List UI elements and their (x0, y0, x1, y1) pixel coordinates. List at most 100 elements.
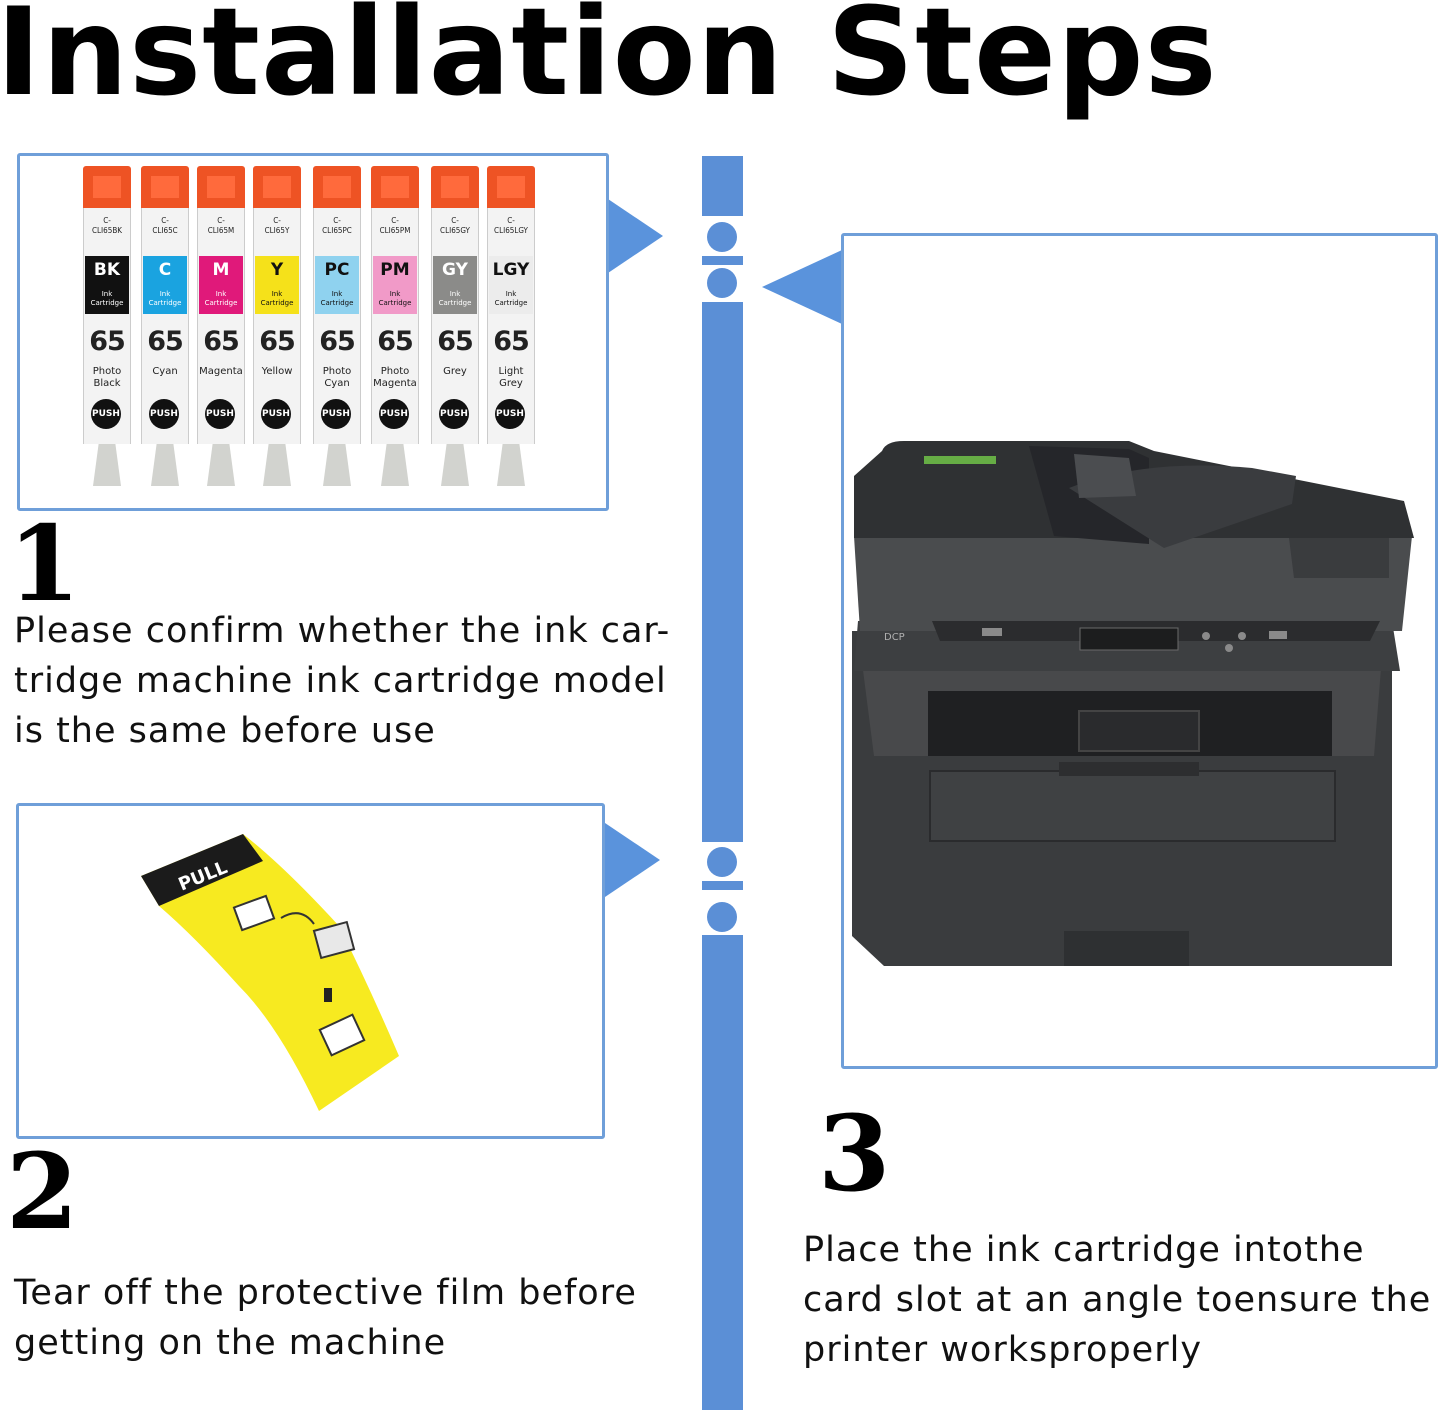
cartridge-model: C- CLI65BK (92, 216, 122, 235)
cartridge-code: BK (93, 260, 121, 280)
cartridge-color-band (143, 256, 187, 314)
cartridge-tab (323, 444, 351, 486)
step-number: 1 (8, 502, 81, 625)
cartridge-push-label: PUSH (261, 399, 291, 429)
cartridge-number: 65 (319, 326, 356, 357)
cartridge-tab (93, 444, 121, 486)
cartridge-cap (431, 166, 479, 208)
timeline-node (707, 222, 737, 252)
printer-brand-label: DCP (884, 632, 905, 643)
cartridge-color-band (373, 256, 417, 314)
step-text-line: is the same before use (14, 711, 436, 751)
cartridge-code: PC (324, 260, 350, 280)
cartridge-code: LGY (492, 260, 530, 280)
step-text-line: printer worksproperly (803, 1330, 1203, 1370)
cartridge-cap (83, 166, 131, 208)
step-number: 3 (818, 1092, 891, 1215)
cartridge-model: C- CLI65Y (264, 216, 290, 235)
cartridge-model: C- CLI65M (207, 216, 235, 235)
timeline-segment (702, 156, 743, 216)
timeline-node-bar (702, 256, 743, 265)
cartridge-color-band (255, 256, 299, 314)
cartridge-code: C (158, 260, 172, 280)
timeline-node (707, 902, 737, 932)
protective-film-illustration: PULL (141, 834, 399, 1111)
cartridge-ink-label: Ink Cartridge (204, 290, 238, 307)
cartridge-ink-label: Ink Cartridge (320, 290, 354, 307)
timeline-segment (702, 302, 743, 842)
step-text-line: Please confirm whether the ink car- (14, 611, 671, 651)
cartridge-number: 65 (493, 326, 530, 357)
cartridge-model: C- CLI65C (152, 216, 178, 235)
cartridge-model: C- CLI65GY (440, 216, 470, 235)
pointer-arrow-step3 (762, 250, 842, 324)
timeline-node (707, 847, 737, 877)
cartridge-color-name: Yellow (261, 366, 293, 377)
cartridge-number: 65 (203, 326, 240, 357)
cartridge-cap (487, 166, 535, 208)
cartridge-color-name: Grey (443, 366, 467, 377)
cartridge-color-name: Photo Cyan (322, 366, 352, 389)
cartridge-number: 65 (89, 326, 126, 357)
cartridge-color-name: Photo Magenta (373, 366, 417, 389)
cartridge-push-label: PUSH (149, 399, 179, 429)
cartridge-cap (253, 166, 301, 208)
cartridge-color-band (315, 256, 359, 314)
page-title: Installation Steps (0, 0, 1218, 123)
cartridge-ink-label: Ink Cartridge (438, 290, 472, 307)
cartridge-ink-label: Ink Cartridge (148, 290, 182, 307)
cartridge-model: C- CLI65PC (322, 216, 352, 235)
film-panel: PULL (16, 803, 605, 1139)
cartridge-code: GY (442, 260, 468, 280)
printer-panel: DCP (841, 233, 1438, 1069)
pointer-arrow-step2 (605, 823, 660, 897)
cartridge-model: C- CLI65PM (379, 216, 411, 235)
cartridge-push-label: PUSH (205, 399, 235, 429)
step-number: 2 (6, 1130, 79, 1253)
cartridge-tab (381, 444, 409, 486)
cartridge-push-label: PUSH (91, 399, 121, 429)
cartridge-color-name: Cyan (152, 366, 178, 377)
cartridge-code: PM (380, 260, 410, 280)
step-description: Tear off the protective film before gett… (14, 1268, 637, 1368)
cartridge-number: 65 (259, 326, 296, 357)
timeline-node-bar (702, 881, 743, 890)
cartridge-color-band (433, 256, 477, 314)
timeline-segment (702, 935, 743, 1410)
cartridge-tab (263, 444, 291, 486)
cartridge-code: Y (270, 260, 284, 280)
cartridge-number: 65 (147, 326, 184, 357)
cartridge-push-label: PUSH (439, 399, 469, 429)
step-description: Place the ink cartridge intothe card slo… (803, 1225, 1431, 1375)
cartridge-ink-label: Ink Cartridge (90, 290, 124, 307)
cartridge-push-label: PUSH (321, 399, 351, 429)
cartridge-tab (497, 444, 525, 486)
cartridge-color-band (489, 256, 533, 314)
step-text-line: Tear off the protective film before (14, 1273, 637, 1313)
cartridge-tab (207, 444, 235, 486)
cartridge-color-band (85, 256, 129, 314)
cartridge-ink-label: Ink Cartridge (494, 290, 528, 307)
step-text-line: card slot at an angle toensure the (803, 1280, 1432, 1320)
cartridge-cap (313, 166, 361, 208)
cartridge-color-name: Light Grey (498, 366, 524, 389)
step-text-line: getting on the machine (14, 1323, 447, 1363)
cartridge-cap (197, 166, 245, 208)
cartridge-tab (151, 444, 179, 486)
cartridge-number: 65 (437, 326, 474, 357)
cartridge-push-label: PUSH (495, 399, 525, 429)
cartridge-ink-label: Ink Cartridge (260, 290, 294, 307)
step-text-line: tridge machine ink cartridge model (14, 661, 667, 701)
pointer-arrow-step1 (608, 199, 663, 273)
timeline-node (707, 268, 737, 298)
cartridge-cap (141, 166, 189, 208)
cartridge-cap (371, 166, 419, 208)
cartridge-ink-label: Ink Cartridge (378, 290, 412, 307)
